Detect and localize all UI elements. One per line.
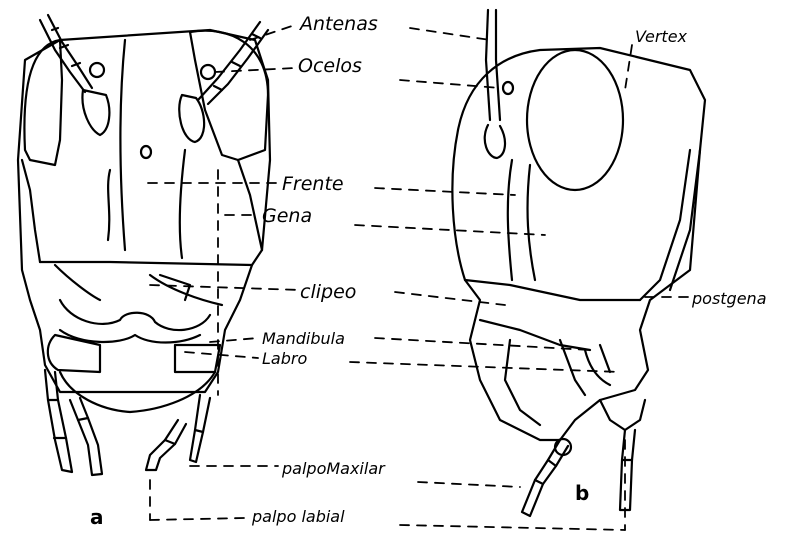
left-antenna-edge <box>48 15 92 88</box>
lateral-labial-palp <box>620 430 635 510</box>
left-antenna-seg-1 <box>52 28 58 30</box>
left-ocellus <box>90 63 104 77</box>
label-ocelos: Ocelos <box>298 55 362 77</box>
right-antenna-edge <box>208 30 268 104</box>
lateral-compound-eye <box>527 50 623 190</box>
right-antenna-seg-3 <box>214 86 222 90</box>
lateral-labium <box>600 400 645 430</box>
clypeus-ridge <box>160 275 190 300</box>
lateral-clypeus <box>465 280 640 300</box>
right-antenna-socket <box>179 95 204 142</box>
frontal-view-head <box>18 15 270 475</box>
label-vertex: Vertex <box>635 27 688 46</box>
leader-frente-right <box>375 188 515 195</box>
frons-suture-right <box>180 150 185 258</box>
label-clipeo: clipeo <box>300 281 356 303</box>
label-frente: Frente <box>282 173 344 195</box>
lateral-view-head <box>452 10 705 516</box>
lateral-ocellus <box>503 82 513 94</box>
leader-vertex <box>625 45 632 90</box>
lateral-mandible <box>505 340 585 425</box>
postgena-ridge-inner <box>670 150 700 290</box>
head-capsule-outline <box>18 30 270 392</box>
leader-palpo-maxilar-right <box>418 482 520 487</box>
right-palp-seg-1 <box>195 430 203 432</box>
left-antenna-socket <box>82 90 109 135</box>
right-labial-palp <box>146 420 186 470</box>
right-maxillary-palp <box>190 395 210 462</box>
frons-suture-left <box>120 40 125 250</box>
labrum <box>60 300 210 330</box>
right-lpalp-seg-1 <box>165 440 175 444</box>
panel-label-a: a <box>90 505 104 529</box>
left-lpalp-seg-1 <box>78 418 88 420</box>
label-palpo-maxilar: palpoMaxilar <box>281 459 386 478</box>
lateral-head-outline <box>452 48 705 440</box>
left-labial-palp <box>70 398 102 475</box>
label-labro: Labro <box>262 349 307 368</box>
leader-labro-right <box>350 362 620 372</box>
left-gena <box>22 160 40 262</box>
leader-ocelos-left <box>215 68 295 72</box>
left-compound-eye <box>24 40 62 165</box>
lateral-gena-lines <box>508 160 535 280</box>
right-mandible <box>175 345 220 372</box>
label-antenas: Antenas <box>298 13 378 35</box>
leader-gena-right <box>355 225 545 235</box>
leader-palpo-labial-right <box>400 525 625 530</box>
postgena-ridge <box>640 150 690 300</box>
panel-label-b: b <box>575 481 589 505</box>
leader-antenas-right <box>410 28 490 40</box>
lateral-palp-seg-2 <box>535 480 543 484</box>
right-gena <box>238 160 262 250</box>
label-palpo-labial: palpo labial <box>251 507 345 526</box>
leader-ocelos-right <box>400 80 500 88</box>
leader-palpo-labial-left <box>150 518 245 520</box>
lateral-maxilla <box>585 345 610 385</box>
right-ocellus <box>201 65 215 79</box>
label-mandibula: Mandibula <box>262 329 345 348</box>
lateral-maxillary-palp <box>522 440 568 516</box>
median-ocellus <box>141 146 151 158</box>
leader-clipeo-right <box>395 292 505 305</box>
frons-ridge-wavy <box>108 170 110 240</box>
leader-lines <box>148 25 690 530</box>
right-antenna-seg-2 <box>232 62 240 66</box>
label-postgena: postgena <box>691 289 767 308</box>
lateral-antenna-socket <box>485 125 505 158</box>
lateral-palp-seg-1 <box>548 460 556 466</box>
clypeus <box>40 262 252 305</box>
label-gena: Gena <box>262 205 312 227</box>
